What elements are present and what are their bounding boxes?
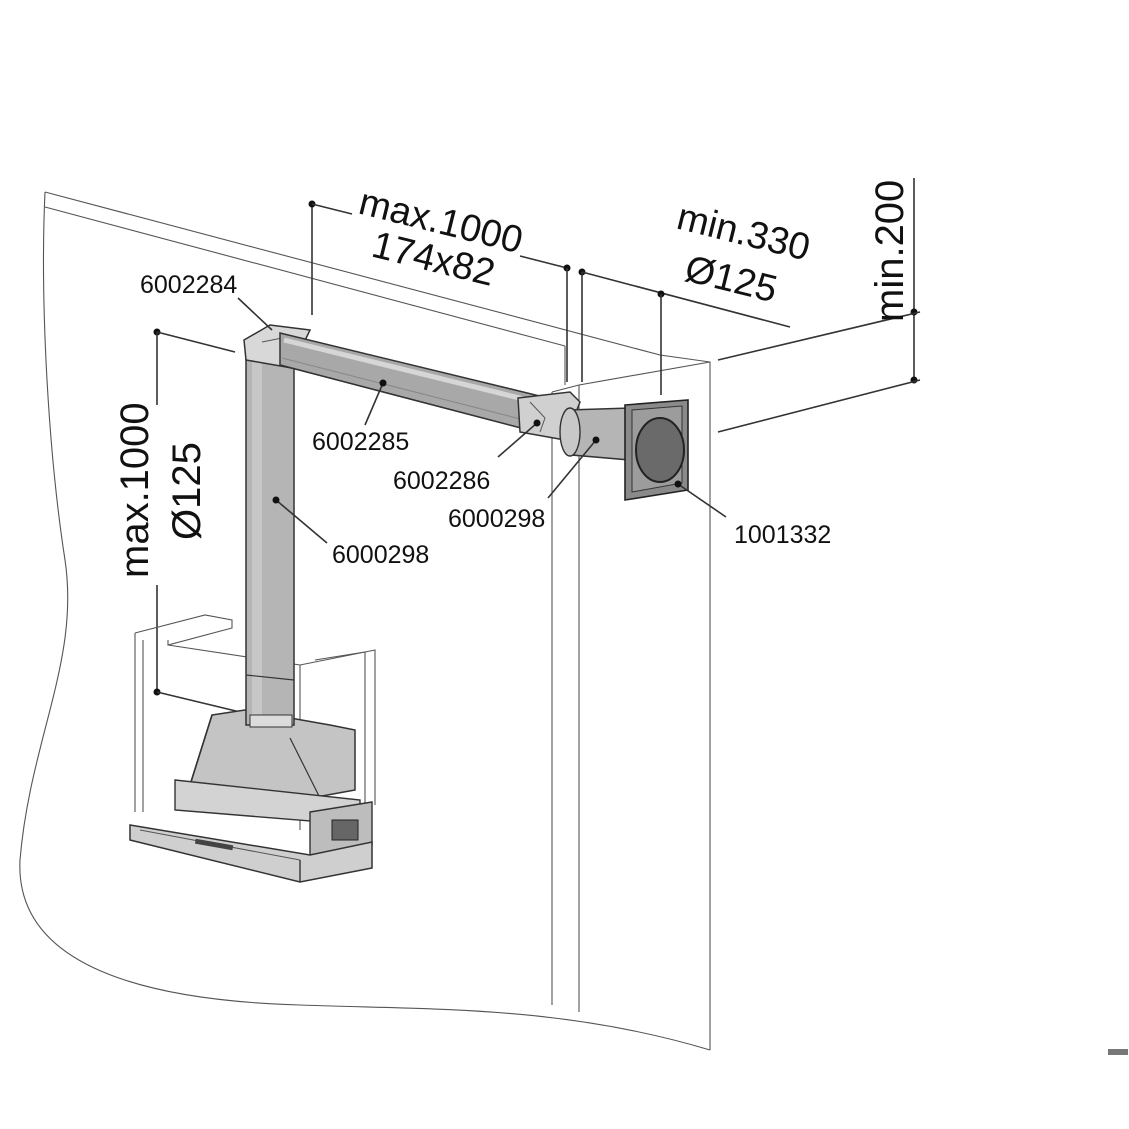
label-6000298-horizontal: 6000298 bbox=[448, 505, 545, 533]
dimension-lines bbox=[153, 178, 921, 713]
label-6002286: 6002286 bbox=[393, 467, 490, 495]
dim-vertical-length: max.1000 bbox=[113, 402, 157, 578]
leader-lines bbox=[237, 297, 727, 544]
part-labels: 6002284 6002285 6002286 6000298 6000298 … bbox=[140, 271, 831, 569]
label-6000298-vertical: 6000298 bbox=[332, 541, 429, 569]
dim-vertical-diameter: Ø125 bbox=[165, 442, 209, 540]
extractor-hood bbox=[129, 709, 373, 883]
dim-height-above: min.200 bbox=[868, 180, 912, 322]
wall-outlet bbox=[624, 399, 689, 501]
corner-mark bbox=[1108, 1049, 1128, 1055]
horizontal-flat-duct bbox=[279, 332, 549, 434]
vertical-duct bbox=[245, 354, 295, 728]
wall-outline bbox=[19, 191, 711, 1051]
label-6002284: 6002284 bbox=[140, 271, 237, 299]
label-6002285: 6002285 bbox=[312, 428, 409, 456]
horizontal-round-duct bbox=[559, 407, 631, 461]
label-1001332: 1001332 bbox=[734, 521, 831, 549]
